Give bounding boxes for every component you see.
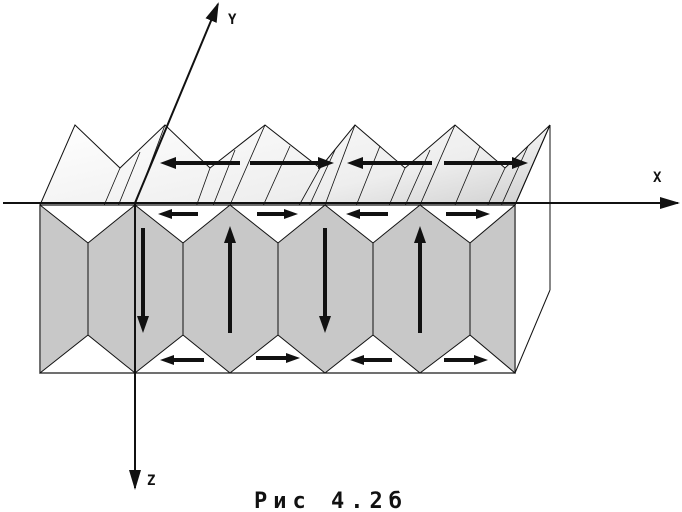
top-arrow-right-2 xyxy=(444,157,528,169)
z-axis-label: Z xyxy=(147,473,155,489)
magnetization-arrows xyxy=(137,157,528,365)
coordinate-axes xyxy=(3,2,680,490)
domain-arrow-down-1 xyxy=(137,228,149,333)
y-axis-label: Y xyxy=(228,12,237,28)
top-arrow-left xyxy=(160,157,240,169)
edge-arrow-3 xyxy=(346,209,388,219)
domain-arrow-up-1 xyxy=(224,226,236,333)
front-face xyxy=(39,203,516,375)
bottom-arrow-3 xyxy=(350,355,392,365)
bottom-arrow-4 xyxy=(444,355,488,365)
edge-arrow-2 xyxy=(257,209,298,219)
top-arrow-right xyxy=(250,157,334,169)
edge-arrow-1 xyxy=(158,209,198,219)
bottom-arrow-1 xyxy=(160,355,204,365)
top-arrow-left-2 xyxy=(347,157,432,169)
domain-arrow-up-2 xyxy=(414,226,426,333)
bottom-arrow-2 xyxy=(256,353,300,363)
y-axis xyxy=(134,2,219,204)
side-face xyxy=(514,124,551,374)
domain-arrow-down-2 xyxy=(319,228,331,333)
edge-arrow-4 xyxy=(446,209,490,219)
figure-caption: Рис 4.2б xyxy=(254,489,408,512)
x-axis-label: X xyxy=(653,170,662,186)
